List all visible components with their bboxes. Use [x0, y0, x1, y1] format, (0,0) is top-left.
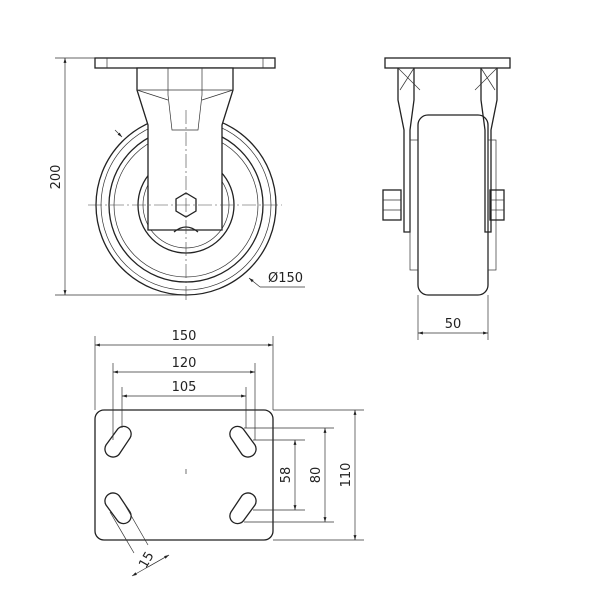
fork	[136, 67, 234, 231]
hole-outer-width-dim: 120	[172, 356, 197, 371]
hole-outer-height-dim: 80	[309, 467, 324, 484]
hole-inner-width-dim: 105	[172, 380, 197, 395]
plate-width-dim: 150	[172, 329, 197, 344]
side-mount-plate	[384, 57, 511, 69]
front-view: 200 Ø150	[49, 57, 305, 302]
mount-plate	[94, 57, 276, 69]
plate-height-dim: 110	[339, 463, 354, 488]
hole-inner-height-dim: 58	[279, 467, 294, 484]
side-wheel	[417, 114, 489, 296]
left-nut	[382, 189, 402, 221]
width-dim: 50	[445, 317, 462, 332]
top-plate	[94, 409, 274, 541]
right-nut	[489, 189, 505, 221]
mounting-slots	[104, 425, 257, 525]
side-view: 50	[382, 57, 511, 340]
diameter-dim: Ø150	[268, 271, 303, 286]
height-dim: 200	[49, 165, 64, 190]
slot-width-dim: 15	[136, 549, 157, 571]
plate-view: 150 120 105 110 80 58 15	[94, 329, 364, 577]
